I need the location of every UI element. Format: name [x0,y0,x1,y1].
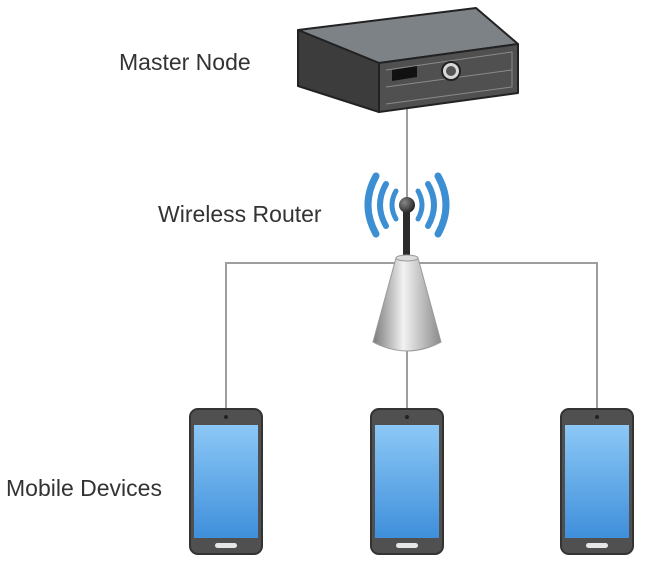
server-front-trim [385,51,513,105]
master-node-label: Master Node [119,49,251,75]
mobile-devices-label: Mobile Devices [6,475,162,501]
router-cone [372,257,442,352]
wifi-wave-icon [364,172,450,238]
smartphone-icon [189,408,263,555]
smartphone-icon [560,408,634,555]
smartphone-icon [370,408,444,555]
connector-lines [225,108,598,410]
wireless-router-icon [364,172,450,352]
router-antenna-tip [399,197,415,213]
wireless-router-label: Wireless Router [158,201,322,227]
router-right-device-link [407,262,598,410]
router-antenna [403,205,410,257]
router-left-device-link [225,262,407,410]
server-slot [392,66,417,81]
server-box-icon [297,7,519,113]
